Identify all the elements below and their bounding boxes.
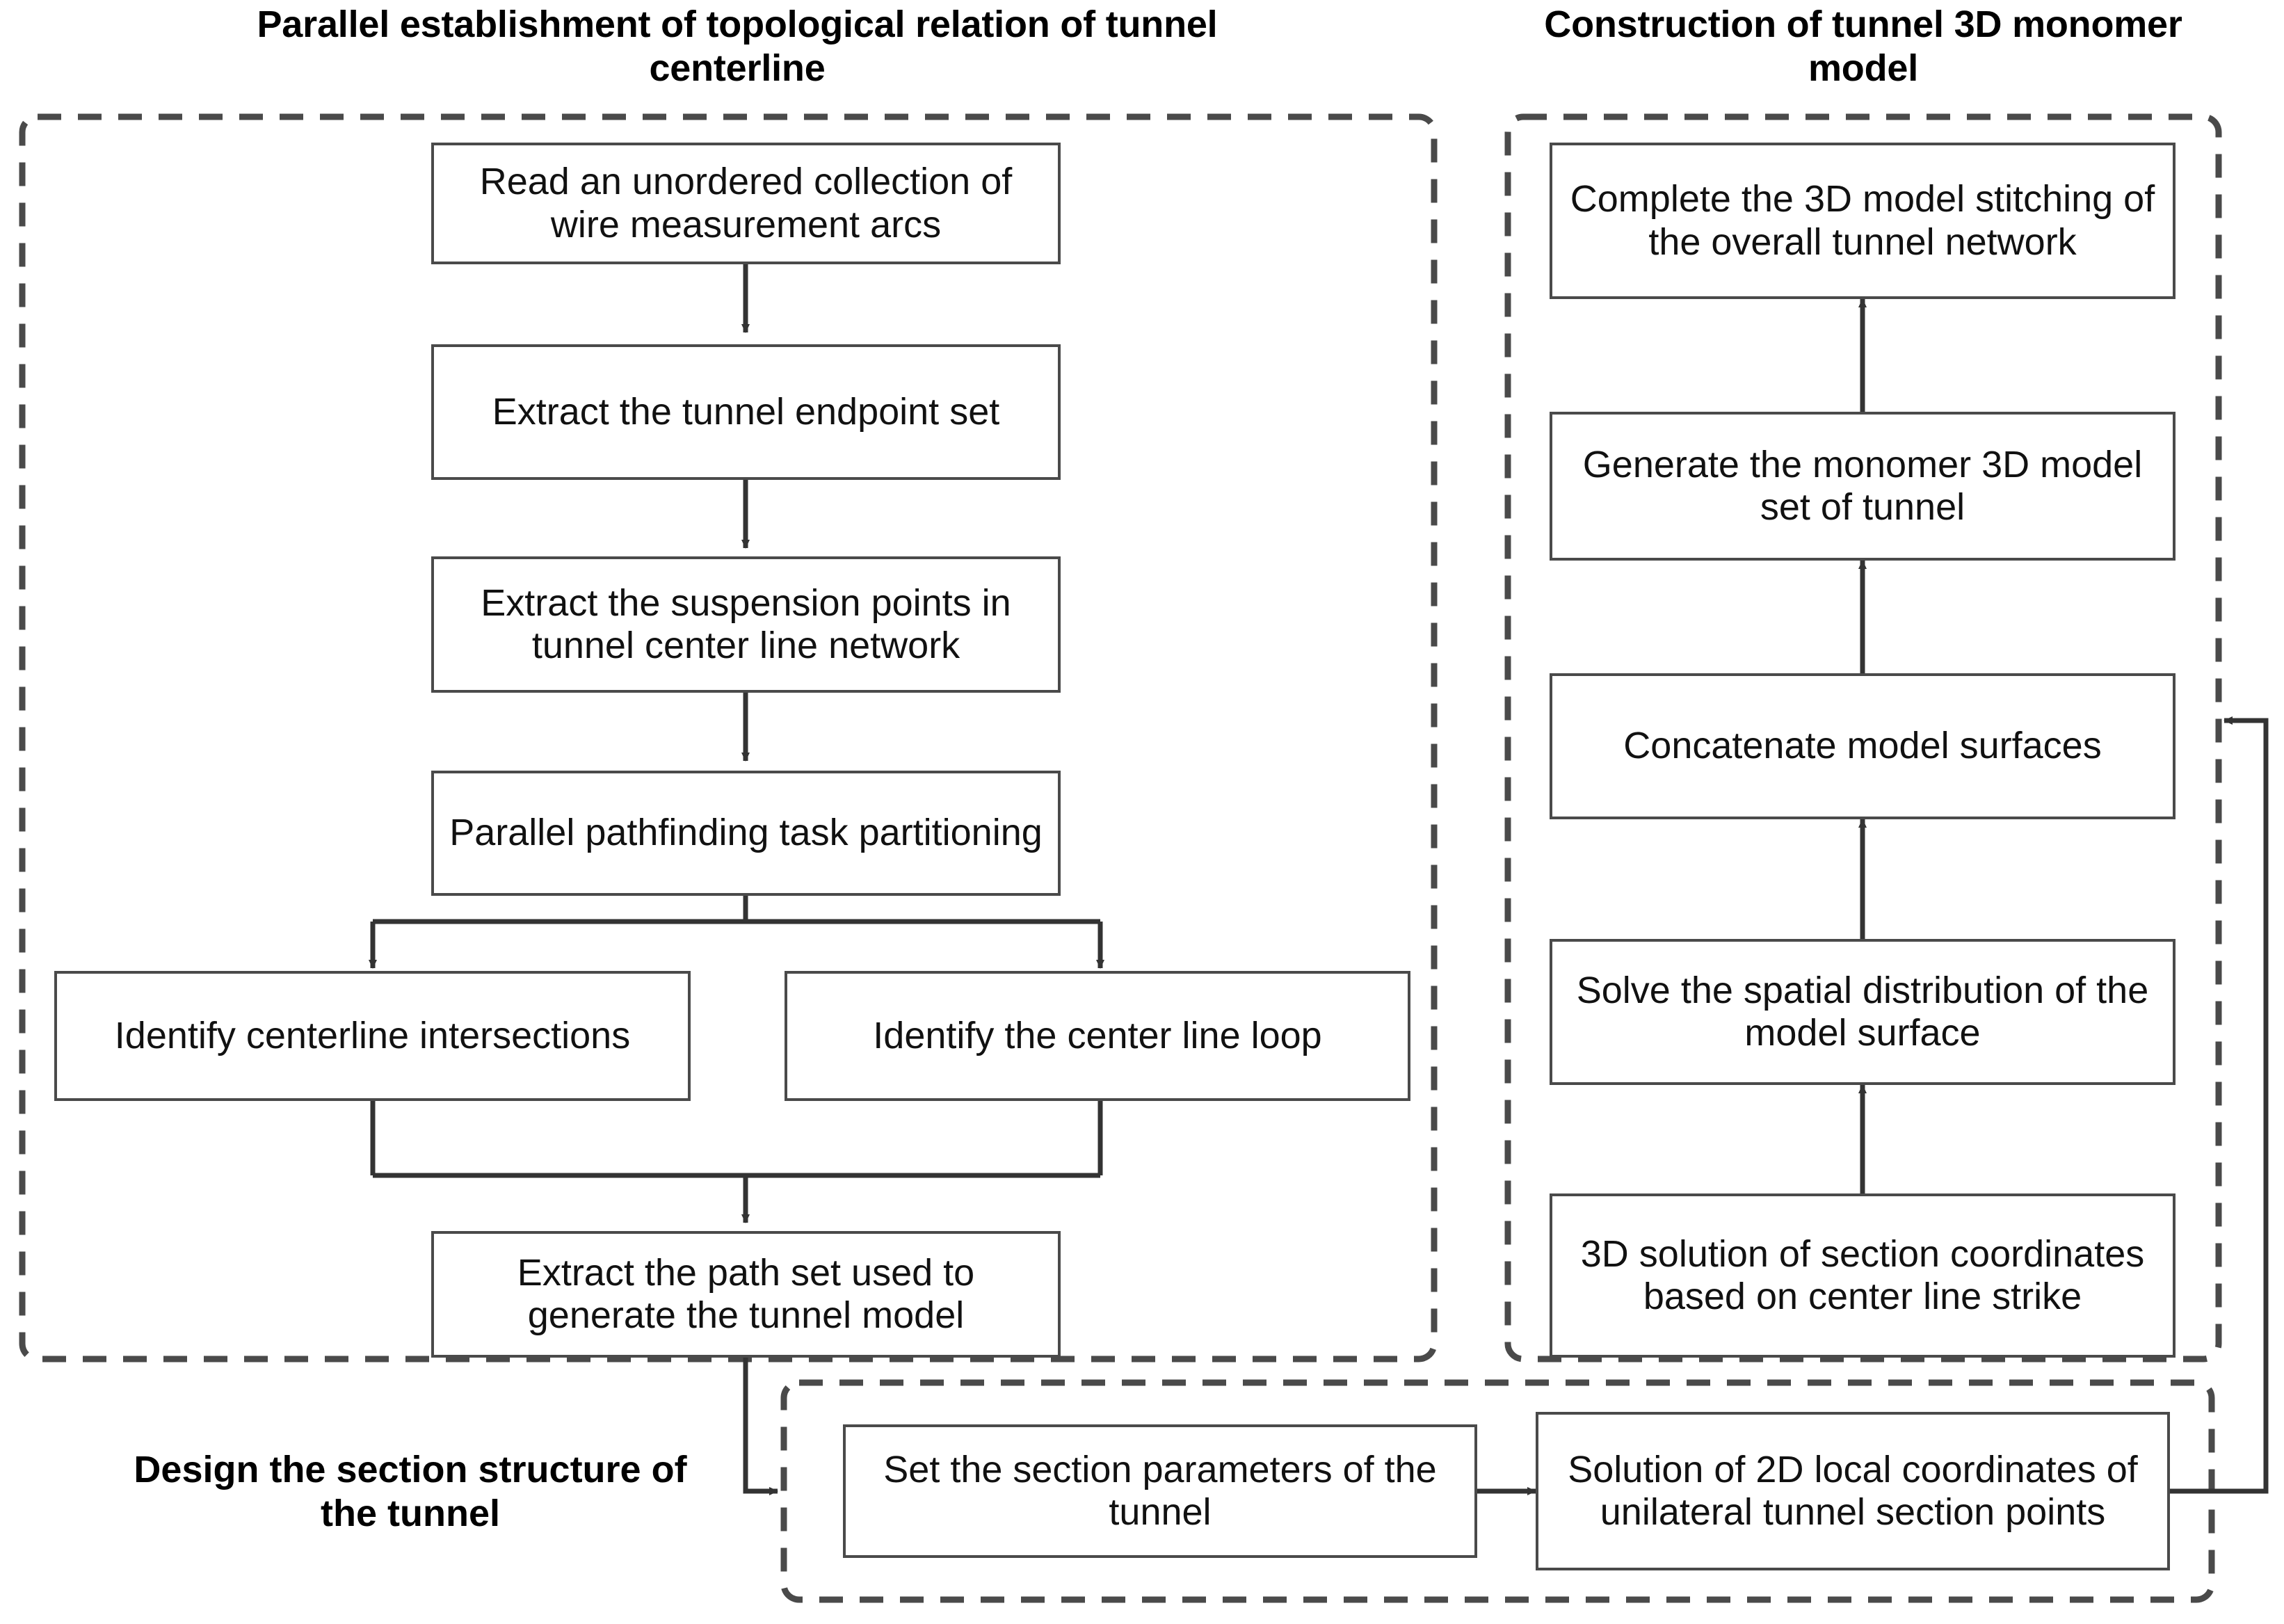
node-read-arcs-label: Read an unordered collection of wire mea… bbox=[479, 161, 1013, 246]
node-identify-intersections-label: Identify centerline intersections bbox=[114, 1014, 631, 1056]
group-title-left-line1: Parallel establishment of topological re… bbox=[257, 3, 1050, 45]
bottom-group-label: Design the section structure of the tunn… bbox=[104, 1448, 716, 1535]
node-parallel-partition[interactable]: Parallel pathfinding task partitioning bbox=[431, 771, 1061, 896]
node-generate-monomer[interactable]: Generate the monomer 3D model set of tun… bbox=[1550, 412, 2176, 561]
node-set-section-params-label: Set the section parameters of the tunnel bbox=[883, 1448, 1437, 1533]
node-solve-spatial-label: Solve the spatial distribution of the mo… bbox=[1576, 969, 2149, 1054]
node-complete-stitching-label: Complete the 3D model stitching of the o… bbox=[1570, 178, 2155, 263]
group-box-right bbox=[1504, 113, 2222, 1362]
node-generate-monomer-label: Generate the monomer 3D model set of tun… bbox=[1582, 443, 2143, 528]
node-read-arcs[interactable]: Read an unordered collection of wire mea… bbox=[431, 143, 1061, 264]
bottom-group-label-line2: of the tunnel bbox=[321, 1449, 687, 1534]
node-identify-loop[interactable]: Identify the center line loop bbox=[785, 971, 1410, 1101]
node-solution-2d-local-label: Solution of 2D local coordinates of unil… bbox=[1568, 1448, 2138, 1533]
node-concatenate-surfaces[interactable]: Concatenate model surfaces bbox=[1550, 673, 2176, 819]
node-complete-stitching[interactable]: Complete the 3D model stitching of the o… bbox=[1550, 143, 2176, 299]
node-set-section-params[interactable]: Set the section parameters of the tunnel bbox=[843, 1424, 1477, 1558]
node-identify-intersections[interactable]: Identify centerline intersections bbox=[54, 971, 691, 1101]
group-title-right-line2: monomer model bbox=[1808, 3, 2182, 89]
node-parallel-partition-label: Parallel pathfinding task partitioning bbox=[449, 812, 1043, 854]
group-box-left bbox=[19, 113, 1438, 1362]
node-concatenate-surfaces-label: Concatenate model surfaces bbox=[1623, 725, 2102, 767]
node-extract-path-set[interactable]: Extract the path set used to generate th… bbox=[431, 1231, 1061, 1358]
group-title-right: Construction of tunnel 3D monomer model bbox=[1508, 3, 2219, 90]
group-title-left-line2: of tunnel centerline bbox=[649, 3, 1218, 89]
group-title-left: Parallel establishment of topological re… bbox=[236, 3, 1238, 90]
node-solution-3d-section-label: 3D solution of section coordinates based… bbox=[1580, 1232, 2145, 1317]
feedback-2d-to-concatenate bbox=[2170, 716, 2269, 1494]
node-identify-loop-label: Identify the center line loop bbox=[873, 1014, 1322, 1056]
connector-pathset-to-bottom bbox=[743, 1358, 778, 1495]
group-title-right-line1: Construction of tunnel 3D bbox=[1544, 3, 2002, 45]
node-solve-spatial[interactable]: Solve the spatial distribution of the mo… bbox=[1550, 939, 2176, 1085]
node-extract-endpoints-label: Extract the tunnel endpoint set bbox=[492, 390, 1000, 433]
node-extract-suspension-label: Extract the suspension points in tunnel … bbox=[481, 581, 1011, 666]
node-extract-endpoints[interactable]: Extract the tunnel endpoint set bbox=[431, 344, 1061, 480]
node-solution-2d-local[interactable]: Solution of 2D local coordinates of unil… bbox=[1536, 1412, 2170, 1570]
node-extract-suspension[interactable]: Extract the suspension points in tunnel … bbox=[431, 556, 1061, 693]
node-extract-path-set-label: Extract the path set used to generate th… bbox=[517, 1251, 975, 1336]
bottom-group-label-line1: Design the section structure bbox=[134, 1449, 641, 1490]
node-solution-3d-section[interactable]: 3D solution of section coordinates based… bbox=[1550, 1193, 2176, 1358]
